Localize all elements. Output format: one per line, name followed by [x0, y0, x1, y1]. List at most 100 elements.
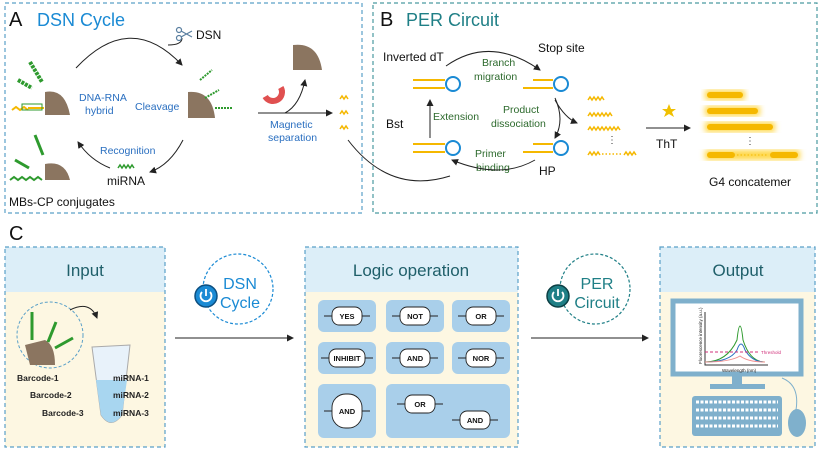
magnetic-bead	[293, 44, 322, 70]
magnetic-bead	[45, 91, 70, 115]
gate-label: OR	[414, 400, 426, 409]
monitor-icon	[670, 298, 804, 389]
extension-label: Extension	[433, 111, 479, 123]
mirna-label: miRNA	[107, 174, 145, 188]
panel-a-title: DSN Cycle	[37, 10, 125, 30]
power-icon	[546, 284, 570, 308]
transfer-arrow	[347, 139, 451, 182]
cleaved-hybrid	[199, 69, 233, 109]
logic-gate-inhibit: INHIBIT	[321, 348, 373, 368]
mouse-cable	[781, 377, 798, 411]
magnetic-bead	[188, 91, 215, 118]
bst-label: Bst	[386, 117, 404, 131]
mouse-icon	[788, 409, 806, 437]
dna-rna-hybrid	[11, 105, 44, 112]
barcode-strands	[30, 312, 74, 350]
input-title: Input	[66, 261, 104, 280]
logic-gate-and: AND	[452, 410, 498, 430]
primer-label-2: binding	[476, 162, 510, 174]
bead-removal-arrow	[284, 79, 308, 114]
tht-label: ThT	[656, 137, 678, 151]
mbs-cp-strand	[9, 175, 43, 182]
logic-gate-or: OR	[397, 394, 443, 414]
hairpin	[413, 76, 569, 156]
separation-label-2: separation	[268, 132, 317, 144]
dsn-cycle-badge: DSN Cycle	[194, 253, 274, 325]
logic-gate-or: OR	[458, 306, 504, 326]
per-circuit-badge: PER Circuit	[546, 253, 631, 325]
gate-label: AND	[407, 354, 424, 363]
magnetic-bead	[45, 163, 70, 180]
panel-a: A DSN Cycle DSN DNA-RNA hybrid Cleavage …	[4, 2, 451, 214]
per-circuit-line2: Circuit	[574, 295, 620, 312]
per-circuit-line1: PER	[581, 276, 614, 293]
barcode-1-label: Barcode-1	[17, 373, 59, 383]
logic-gate-not: NOT	[392, 306, 438, 326]
transfer-arrow	[69, 305, 99, 319]
mbs-cp-strand	[14, 134, 45, 170]
panel-b-letter: B	[380, 9, 393, 31]
mirna-1-label: miRNA-1	[113, 373, 149, 383]
gate-tile	[386, 384, 510, 438]
y-axis-label: Fluorescence intensity (a.u.)	[698, 307, 703, 364]
power-icon	[194, 284, 218, 308]
panel-b-title: PER Circuit	[406, 10, 499, 30]
cycle-arrow	[445, 50, 541, 71]
logic-panel: Logic operation YES NOT OR INHIBIT AND NOR AND…	[304, 246, 519, 448]
logic-gate-yes: YES	[324, 306, 370, 326]
released-strands	[339, 94, 349, 131]
inverted-dt-label: Inverted dT	[383, 50, 444, 64]
gate-label: INHIBIT	[333, 354, 361, 363]
dsn-cycle-line2: Cycle	[220, 295, 260, 312]
dsn-cycle-line1: DSN	[223, 276, 257, 293]
g4-concatemer-glow	[705, 90, 800, 160]
ssdna-products	[587, 95, 637, 157]
logic-gate-and: AND	[324, 393, 370, 429]
cleavage-label: Cleavage	[135, 101, 180, 113]
dna-rna-hybrid	[17, 60, 44, 90]
bead-zoom-circle	[16, 301, 84, 369]
gate-label: YES	[339, 312, 354, 321]
logic-title: Logic operation	[353, 261, 469, 280]
x-axis-label: Wavelength (nm)	[722, 368, 757, 373]
magnet-icon	[262, 86, 285, 104]
mirna-3-label: miRNA-3	[113, 408, 149, 418]
product-label-2: dissociation	[491, 118, 546, 130]
recognition-label: Recognition	[100, 145, 156, 157]
spectrum-chart: Threshold Wavelength (nm) Fluorescence i…	[698, 307, 782, 373]
branch-label-1: Branch	[482, 57, 515, 69]
output-title: Output	[712, 261, 763, 280]
panel-b: B PER Circuit Inverted dT Stop site Bran…	[372, 2, 818, 214]
star-icon	[662, 104, 676, 117]
gate-label: NOT	[407, 312, 423, 321]
hp-label: HP	[539, 164, 556, 178]
panel-a-letter: A	[9, 9, 23, 31]
primer-label-1: Primer	[475, 148, 506, 160]
output-panel: Output Threshold Wavelength (nm) Fluores…	[659, 246, 816, 448]
panel-c-letter: C	[9, 223, 23, 245]
barcode-2-label: Barcode-2	[30, 390, 72, 400]
hybrid-label-2: hybrid	[85, 105, 114, 117]
magnetic-bead	[25, 340, 55, 365]
gate-label: NOR	[473, 354, 490, 363]
stop-site-label: Stop site	[538, 41, 585, 55]
scissors-icon	[175, 26, 193, 42]
logic-gate-and: AND	[392, 348, 438, 368]
cycle-arrow-left	[77, 141, 111, 169]
input-panel: Input Barcode-1 Barcode-2 Barcode-3 miRN…	[4, 246, 166, 448]
logic-gate-nor: NOR	[458, 348, 504, 368]
dsn-arrow	[167, 37, 183, 46]
gate-label: OR	[475, 312, 487, 321]
dna-rna-hybrid	[21, 103, 43, 111]
g4-label: G4 concatemer	[709, 175, 791, 189]
conjugates-label: MBs-CP conjugates	[9, 195, 115, 209]
cycle-arrow	[451, 159, 536, 171]
barcode-3-label: Barcode-3	[42, 408, 84, 418]
cycle-arrow-top	[75, 37, 183, 69]
mirna-strand	[117, 163, 135, 170]
separation-label-1: Magnetic	[270, 119, 313, 131]
threshold-label: Threshold	[761, 350, 782, 355]
mirna-2-label: miRNA-2	[113, 390, 149, 400]
gate-label: AND	[339, 407, 356, 416]
